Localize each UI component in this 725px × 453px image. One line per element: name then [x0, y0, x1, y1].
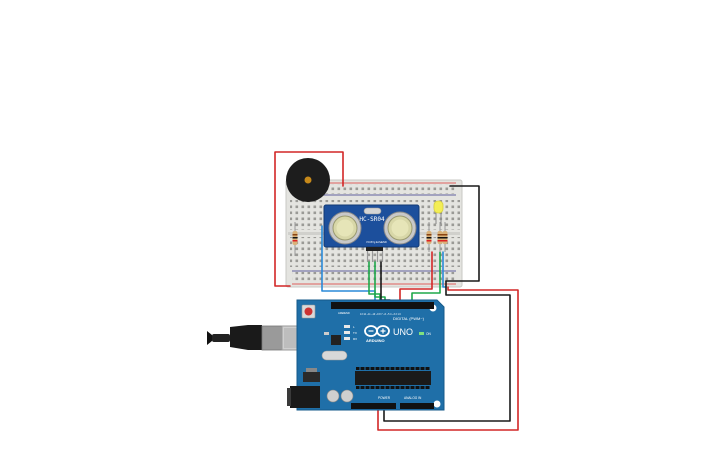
digital-pin-numbers: 13 12 ~11 ~10 ~9 8 7 ~6 ~5 4 ~3 2 1 0	[360, 313, 401, 316]
wire-red-buzzer	[274, 151, 344, 287]
arduino-uno-board[interactable]: DIGITAL (PWM~) AREF GND L TX RX ARDUINO …	[287, 299, 445, 411]
resistor-led-1[interactable]	[426, 222, 432, 252]
analog-label: ANALOG IN	[404, 396, 422, 400]
resistor-led-2[interactable]	[437, 222, 443, 252]
wire-red-5v	[377, 286, 519, 431]
sensor-pin-vcc: VCC	[366, 240, 372, 244]
resistor-buzzer[interactable]	[292, 222, 298, 256]
wires	[274, 151, 519, 431]
reset-button-cap[interactable]	[304, 307, 313, 316]
brand-label: ARDUINO	[366, 338, 385, 343]
model-label: UNO	[393, 327, 413, 337]
gnd-pin-label: GND	[344, 311, 350, 315]
piezo-buzzer-icon[interactable]	[286, 158, 330, 202]
sensor-label: HC-SR04	[359, 216, 385, 223]
l-label: L	[353, 325, 355, 329]
ultrasonic-sensor[interactable]: HC-SR04 VCC Trig Echo GND	[323, 204, 420, 262]
sensor-pin-gnd: GND	[381, 240, 387, 244]
wire-green-led	[411, 251, 441, 304]
aref-label: AREF	[338, 311, 345, 315]
resistor-led-3[interactable]	[442, 222, 448, 252]
sensor-pin-trig: Trig	[371, 240, 376, 244]
tx-label: TX	[353, 331, 357, 335]
wire-black-gnd	[383, 280, 511, 422]
digital-label: DIGITAL (PWM~)	[393, 316, 425, 321]
sensor-pin-echo: Echo	[376, 240, 382, 244]
wire-black-gnd-rail	[445, 185, 480, 282]
led-icon[interactable]	[433, 200, 444, 224]
rx-label: RX	[353, 337, 357, 341]
arduino-logo-icon	[364, 325, 390, 337]
wire-red-led	[399, 251, 433, 304]
on-label: ON	[426, 332, 431, 336]
wire-blue-led	[442, 251, 447, 288]
power-label: POWER	[378, 396, 391, 400]
